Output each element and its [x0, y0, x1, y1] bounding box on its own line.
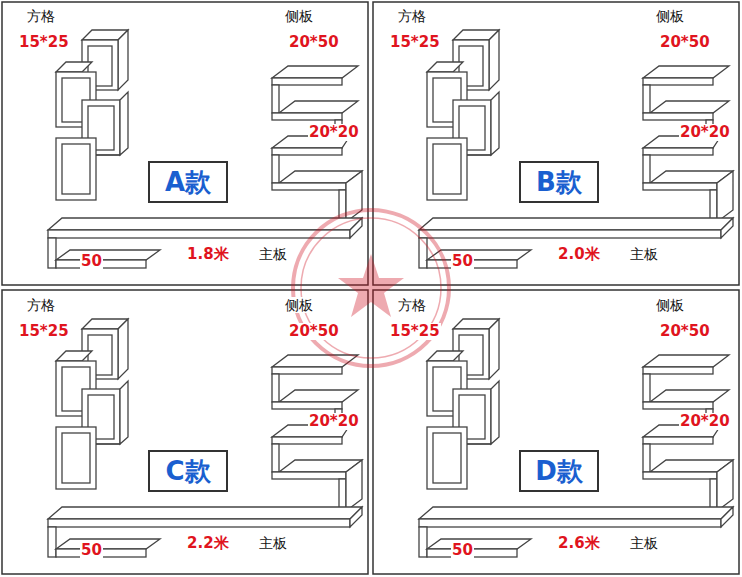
shelf-drawing — [419, 30, 733, 268]
part-label: 方格 — [397, 297, 427, 313]
model-name: C款 — [165, 457, 210, 486]
stamp-watermark — [293, 210, 449, 366]
part-label: 侧板 — [655, 297, 685, 313]
part-label: 方格 — [397, 8, 427, 24]
model-box: A款 — [148, 161, 228, 203]
model-name: B款 — [536, 168, 582, 197]
part-label: 主板 — [629, 535, 659, 551]
shelf-drawing — [419, 319, 733, 557]
dimension-label: 2.6米 — [557, 535, 601, 552]
model-box: C款 — [148, 450, 228, 492]
part-label: 主板 — [258, 246, 288, 262]
dimension-label: 50 — [451, 542, 474, 559]
dimension-label: 20*20 — [679, 413, 731, 430]
part-label: 主板 — [258, 535, 288, 551]
dimension-label: 20*20 — [308, 413, 360, 430]
dimension-label: 50 — [80, 253, 103, 270]
part-label: 方格 — [26, 297, 56, 313]
dimension-label: 1.8米 — [186, 246, 230, 263]
dimension-label: 2.2米 — [186, 535, 230, 552]
model-box: B款 — [519, 161, 599, 203]
model-name: A款 — [165, 168, 211, 197]
part-label: 方格 — [26, 8, 56, 24]
shelf-drawing — [48, 319, 362, 557]
part-label: 侧板 — [284, 8, 314, 24]
part-label: 主板 — [629, 246, 659, 262]
dimension-label: 20*50 — [659, 323, 711, 340]
dimension-label: 20*50 — [288, 34, 340, 51]
dimension-label: 15*25 — [389, 323, 441, 340]
dimension-label: 15*25 — [389, 34, 441, 51]
part-label: 侧板 — [655, 8, 685, 24]
dimension-label: 15*25 — [18, 323, 70, 340]
model-box: D款 — [519, 450, 599, 492]
dimension-label: 15*25 — [18, 34, 70, 51]
model-name: D款 — [535, 457, 583, 486]
dimension-label: 20*50 — [288, 323, 340, 340]
dimension-label: 20*20 — [679, 124, 731, 141]
dimension-label: 50 — [451, 253, 474, 270]
dimension-label: 2.0米 — [557, 246, 601, 263]
dimension-label: 20*20 — [308, 124, 360, 141]
part-label: 侧板 — [284, 297, 314, 313]
dimension-label: 50 — [80, 542, 103, 559]
dimension-label: 20*50 — [659, 34, 711, 51]
